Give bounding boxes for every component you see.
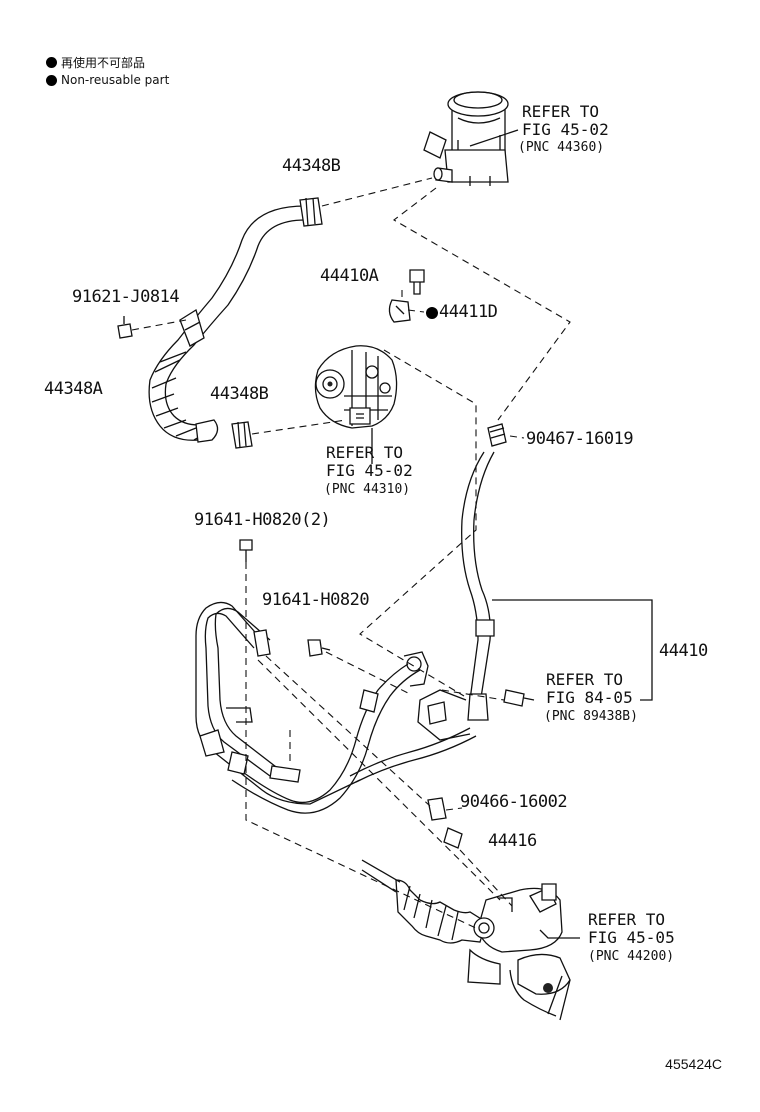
bolt-91621-illustration (117, 316, 133, 339)
part-label-44410a[interactable]: 44410A (320, 266, 379, 286)
reference-line1: REFER TO (326, 443, 404, 462)
steering-rack-illustration (361, 859, 571, 1021)
legend-text: Non-reusable part (61, 73, 170, 87)
reference-line1: REFER TO (522, 102, 600, 121)
reference-line1: REFER TO (546, 670, 624, 689)
reference-pnc: (PNC 44310) (324, 482, 411, 497)
non-reusable-dot-icon (46, 57, 57, 68)
part-label-44416[interactable]: 44416 (488, 831, 537, 851)
reference-line2: FIG 45-05 (588, 928, 675, 947)
pump-illustration (314, 345, 398, 429)
part-label-44348b-mid[interactable]: 44348B (210, 384, 269, 404)
sensor-illustration (503, 689, 535, 707)
reference-line2: FIG 84-05 (546, 688, 633, 707)
part-label-90466-16002[interactable]: 90466-16002 (460, 792, 568, 812)
part-label-44410[interactable]: 44410 (659, 641, 708, 661)
legend-text: 再使用不可部品 (61, 56, 146, 70)
non-reusable-dot-icon (426, 306, 438, 319)
non-reusable-dot-icon (46, 74, 57, 86)
reference-line1: REFER TO (588, 910, 666, 929)
leader-lines (371, 129, 653, 939)
pressure-hose-illustration (231, 423, 507, 814)
reference-pnc: (PNC 44200) (588, 949, 675, 964)
reference-line2: FIG 45-02 (326, 461, 413, 480)
bolt-91641-illustration (307, 639, 331, 657)
reference-pnc: (PNC 89438B) (544, 709, 638, 724)
reservoir-illustration (423, 91, 509, 186)
part-label-44348a[interactable]: 44348A (44, 379, 103, 399)
part-label-91621-j0814[interactable]: 91621-J0814 (72, 287, 180, 307)
part-label-90467-16019[interactable]: 90467-16019 (526, 429, 634, 449)
legend-item-english: Non-reusable part (46, 73, 169, 87)
legend-item-japanese: 再使用不可部品 (46, 54, 145, 71)
oring-fitting-illustration (427, 797, 463, 849)
union-bolt-illustration (388, 269, 425, 323)
part-label-44348b-top[interactable]: 44348B (282, 156, 341, 176)
reference-line2: FIG 45-02 (522, 120, 609, 139)
part-label-91641-h0820[interactable]: 91641-H0820 (262, 590, 370, 610)
illustration-code: 455424C (665, 1056, 722, 1072)
reference-pnc: (PNC 44360) (518, 140, 605, 155)
dashed-connection-lines (131, 177, 571, 931)
bolt-91641-2-illustration (239, 539, 253, 562)
part-label-44411d: 44411D (439, 302, 498, 322)
suction-hose-illustration (148, 197, 323, 449)
part-label-44411d-group[interactable]: 44411D (426, 302, 498, 322)
part-label-91641-h0820-2[interactable]: 91641-H0820(2) (194, 510, 331, 530)
return-tube-illustration (195, 601, 361, 805)
